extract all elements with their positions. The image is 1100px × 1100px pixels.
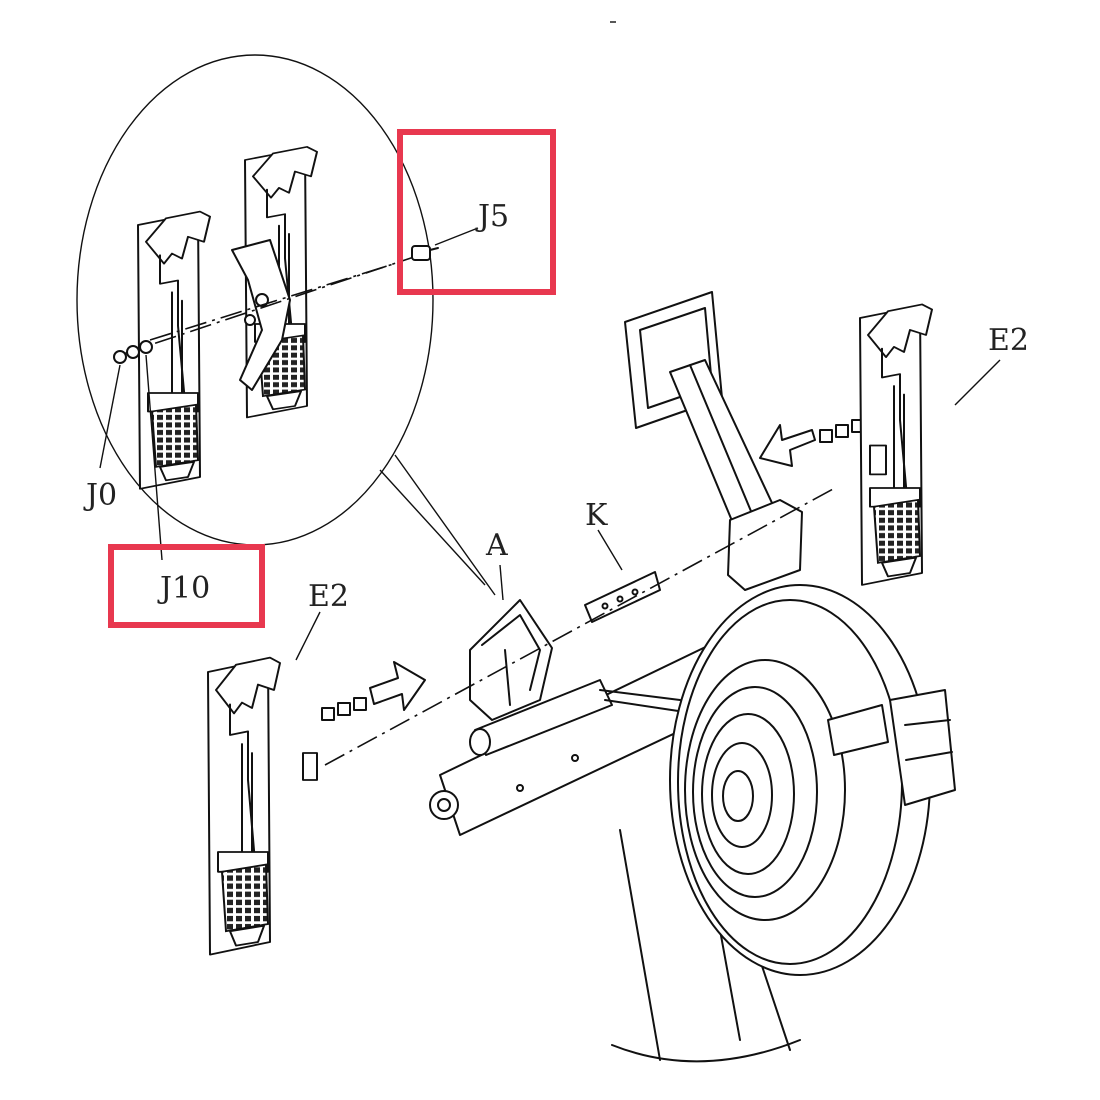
highlight-box-j10 — [108, 544, 265, 628]
assembly-line-main — [324, 487, 836, 766]
leader-j0 — [99, 364, 121, 469]
leader-e2-right — [954, 359, 1001, 406]
console-arm — [624, 291, 781, 541]
leader-k — [597, 529, 623, 571]
leader-a — [499, 564, 504, 601]
front-post — [727, 499, 803, 591]
label-e2-left: E2 — [308, 579, 349, 614]
leader-j10 — [145, 354, 163, 561]
pedal-e2-left — [207, 656, 318, 956]
detail-bolt-line — [119, 254, 421, 356]
pedal-bracket-a — [469, 599, 553, 721]
label-j10: J10 — [157, 571, 210, 606]
leader-e2-left — [295, 611, 321, 661]
label-a: A — [485, 528, 508, 563]
label-j0: J0 — [83, 478, 117, 513]
nuts-j0-j10-icon — [113, 340, 153, 364]
label-j5: J5 — [475, 199, 509, 234]
arrow-right-icon — [321, 661, 426, 721]
flywheel — [669, 584, 956, 976]
plate-k — [584, 571, 661, 623]
handle-bar — [469, 679, 686, 756]
arrow-left-icon — [759, 419, 865, 467]
pedal-e2-right — [859, 303, 933, 586]
label-k: K — [585, 498, 608, 533]
leader-j5 — [434, 227, 479, 246]
label-e2-right: E2 — [988, 323, 1029, 358]
detail-bracket — [231, 239, 291, 391]
highlight-box-j5 — [397, 129, 556, 295]
bolt-j5-icon — [411, 245, 439, 261]
